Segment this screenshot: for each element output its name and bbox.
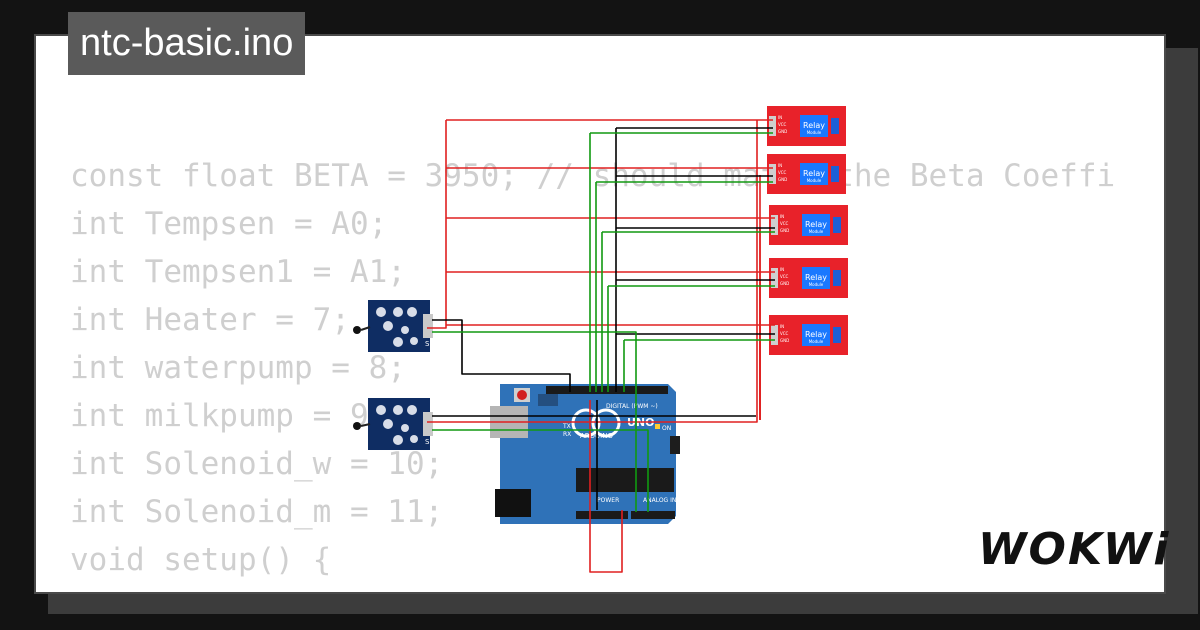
arduino-logo-right — [591, 408, 621, 438]
ntc-sensor-1[interactable]: S — [353, 300, 433, 352]
code-line: Serial.begin(9600); — [70, 584, 1115, 592]
relay-coil — [802, 324, 830, 346]
relay-pin-label: VCC — [780, 274, 789, 279]
relay-pin-label: VCC — [780, 331, 789, 336]
relay-pin-label: VCC — [780, 221, 789, 226]
code-line: int Tempsen = A0; — [70, 206, 388, 242]
relay-sublabel: Module — [809, 282, 824, 287]
relay-terminal — [833, 327, 841, 343]
digital-header — [546, 386, 668, 394]
tx-label: TX — [562, 423, 571, 430]
relay-pin-label: IN — [778, 115, 782, 120]
ntc-sensor-2[interactable]: S — [353, 398, 433, 450]
digital-label: DIGITAL (PWM ~) — [606, 403, 658, 410]
code-line: void setup() { — [70, 542, 332, 578]
relay-pin-label: IN — [778, 163, 782, 168]
relay-pin-label: GND — [780, 281, 789, 286]
relay-sublabel: Module — [807, 130, 822, 135]
relay-coil — [800, 115, 828, 137]
relay-label: Relay — [803, 169, 825, 178]
relay-label: Relay — [805, 273, 827, 282]
relay-pin-label: IN — [780, 214, 784, 219]
code-line: int Solenoid_w = 10; — [70, 446, 444, 482]
relay-pin-label: IN — [780, 267, 784, 272]
relay-terminal — [833, 270, 841, 286]
relay-pin-label: GND — [780, 228, 789, 233]
code-background: const float BETA = 3950; // should match… — [70, 152, 1115, 592]
relay-coil — [802, 214, 830, 236]
power-label: POWER — [597, 497, 619, 504]
relay-coil — [802, 267, 830, 289]
code-line: int Heater = 7; — [70, 302, 350, 338]
relay-label: Relay — [805, 220, 827, 229]
reset-button[interactable] — [517, 390, 527, 400]
relay-coil — [800, 163, 828, 185]
sketch-filename: ntc-basic.ino — [68, 12, 306, 75]
preview-card: const float BETA = 3950; // should match… — [34, 34, 1166, 594]
wires — [427, 119, 775, 573]
relay-sublabel: Module — [809, 229, 824, 234]
code-line: int Solenoid_m = 11; — [70, 494, 444, 530]
relay-terminal — [831, 166, 839, 182]
relay-sublabel: Module — [807, 178, 822, 183]
code-line: int waterpump = 8; — [70, 350, 406, 386]
relay-pin-label: GND — [778, 177, 787, 182]
power-jack — [495, 489, 531, 517]
power-header — [576, 511, 628, 519]
relay-pin-label: GND — [778, 129, 787, 134]
sensor-label: S — [425, 438, 430, 446]
relay-label: Relay — [803, 121, 825, 130]
relay-pin-label: VCC — [778, 170, 787, 175]
arduino-uno-board[interactable]: DIGITAL (PWM ~) UNO ARDUINO TX RX ON POW… — [490, 384, 680, 524]
wokwi-logo: WOKWi — [978, 524, 1171, 575]
relay-sublabel: Module — [809, 339, 824, 344]
code-line: int Tempsen1 = A1; — [70, 254, 406, 290]
analog-header — [631, 511, 675, 519]
relay-terminal — [833, 217, 841, 233]
relay-modules: INVCCGNDRelayModuleINVCCGNDRelayModuleIN… — [767, 106, 848, 355]
arduino-logo-left — [571, 408, 601, 438]
rx-label: RX — [563, 431, 571, 438]
sensor-label: S — [425, 340, 430, 348]
relay-pin-label: IN — [780, 324, 784, 329]
relay-terminal — [831, 118, 839, 134]
relay-pin-label: VCC — [778, 122, 787, 127]
relay-label: Relay — [805, 330, 827, 339]
on-label: ON — [662, 425, 671, 432]
atmega-chip — [576, 468, 674, 492]
analog-label: ANALOG IN — [643, 497, 676, 504]
relay-pin-label: GND — [780, 338, 789, 343]
